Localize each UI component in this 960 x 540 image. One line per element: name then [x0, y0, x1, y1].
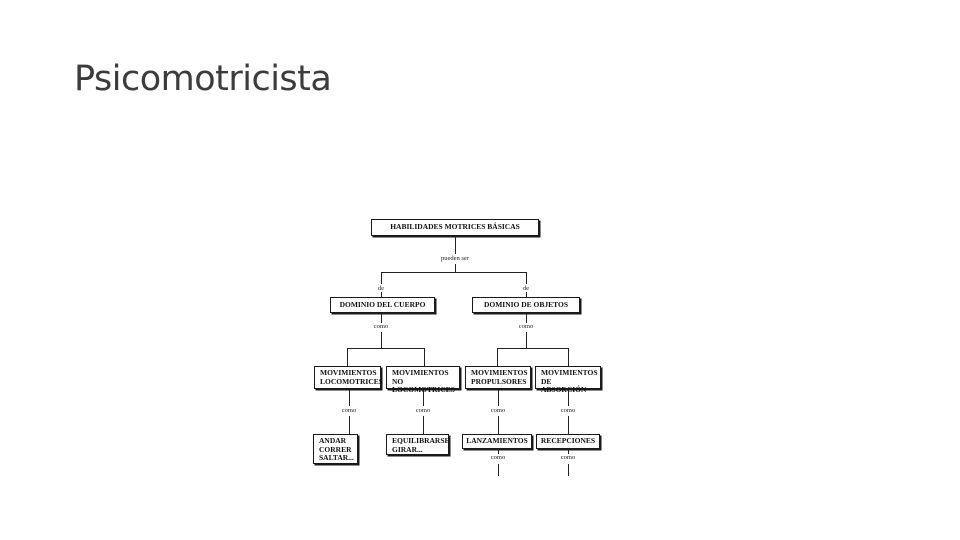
- level1-label-body: DOMINIO DEL CUERPO: [339, 299, 426, 309]
- level2-box-non-locomotor: MOVIMIENTOS NO LOCOMOTRICES: [386, 366, 460, 394]
- level2-box-absorption: MOVIMIENTOS DE ABSORCIÓN: [535, 366, 601, 394]
- level2-link: como: [341, 407, 357, 414]
- connector: [349, 390, 350, 406]
- level2-box-propulsive: MOVIMIENTOS PROPULSORES: [465, 366, 531, 389]
- level2-label-line: NO LOCOMOTRICES: [392, 376, 455, 394]
- level3-link: como: [560, 454, 576, 461]
- connector: [568, 450, 569, 454]
- connector: [498, 464, 499, 476]
- connector: [347, 348, 348, 366]
- level3-label-line: EQUILIBRARSE: [392, 436, 450, 445]
- connector: [568, 416, 569, 434]
- level3-label-line: SALTAR...: [319, 453, 354, 463]
- connector: [381, 272, 527, 273]
- connector: [381, 332, 382, 348]
- level2-label-line: DE ABSORCIÓN: [541, 376, 587, 395]
- level2-link: como: [490, 407, 506, 414]
- connector: [455, 264, 456, 272]
- level1-link-right: de: [522, 285, 530, 292]
- level1-child-link-left: como: [373, 323, 389, 330]
- level3-box-locomotor-examples: ANDAR CORRER SALTAR...: [313, 434, 358, 464]
- level2-label-line: MOVIMIENTOS: [541, 368, 598, 377]
- level1-label-objects: DOMINIO DE OBJETOS: [483, 299, 569, 309]
- level2-link: como: [415, 407, 431, 414]
- connector: [347, 348, 425, 349]
- level3-label: RECEPCIONES: [540, 436, 596, 446]
- root-label: HABILIDADES MOTRICES BÁSICAS: [390, 222, 520, 232]
- root-box: HABILIDADES MOTRICES BÁSICAS: [371, 219, 539, 236]
- connector: [381, 314, 382, 323]
- connector: [498, 450, 499, 454]
- connector: [568, 464, 569, 476]
- connector: [381, 272, 382, 284]
- connector: [568, 348, 569, 366]
- level2-label-line: PROPULSORES: [471, 376, 527, 386]
- connector: [526, 272, 527, 284]
- level2-box-locomotor: MOVIMIENTOS LOCOMOTRICES: [314, 366, 383, 389]
- connector: [526, 314, 527, 323]
- connector: [526, 292, 527, 297]
- level3-label-line: ANDAR: [319, 436, 347, 445]
- level2-label-line: MOVIMIENTOS: [320, 368, 377, 377]
- level1-child-link-right: como: [518, 323, 534, 330]
- level2-link: como: [560, 407, 576, 414]
- connector: [423, 390, 424, 406]
- level1-box-body: DOMINIO DEL CUERPO: [330, 297, 435, 313]
- level3-link: como: [490, 454, 506, 461]
- level3-label: LANZAMIENTOS: [466, 436, 528, 446]
- level2-label-line: MOVIMIENTOS: [392, 368, 449, 377]
- connector: [526, 332, 527, 348]
- connector: [498, 390, 499, 406]
- connector: [381, 292, 382, 297]
- level3-box-throws: LANZAMIENTOS: [462, 434, 532, 449]
- level3-box-receptions: RECEPCIONES: [536, 434, 600, 449]
- connector: [497, 348, 569, 349]
- connector: [497, 348, 498, 366]
- slide-title: Psicomotricista: [74, 59, 332, 99]
- level2-label-line: MOVIMIENTOS: [471, 368, 528, 377]
- level2-label-line: LOCOMOTRICES: [320, 376, 383, 386]
- connector: [424, 348, 425, 366]
- level1-link-left: de: [377, 285, 385, 292]
- connector: [498, 416, 499, 434]
- connector: [568, 390, 569, 406]
- level3-box-non-locomotor-examples: EQUILIBRARSE GIRAR...: [386, 434, 450, 455]
- level3-label-line: CORRER: [319, 444, 352, 454]
- connector: [423, 416, 424, 434]
- root-link-label: pueden ser: [441, 255, 469, 262]
- connector: [349, 416, 350, 434]
- connector: [455, 237, 456, 254]
- level3-label-line: GIRAR...: [392, 444, 423, 454]
- level1-box-objects: DOMINIO DE OBJETOS: [472, 297, 580, 313]
